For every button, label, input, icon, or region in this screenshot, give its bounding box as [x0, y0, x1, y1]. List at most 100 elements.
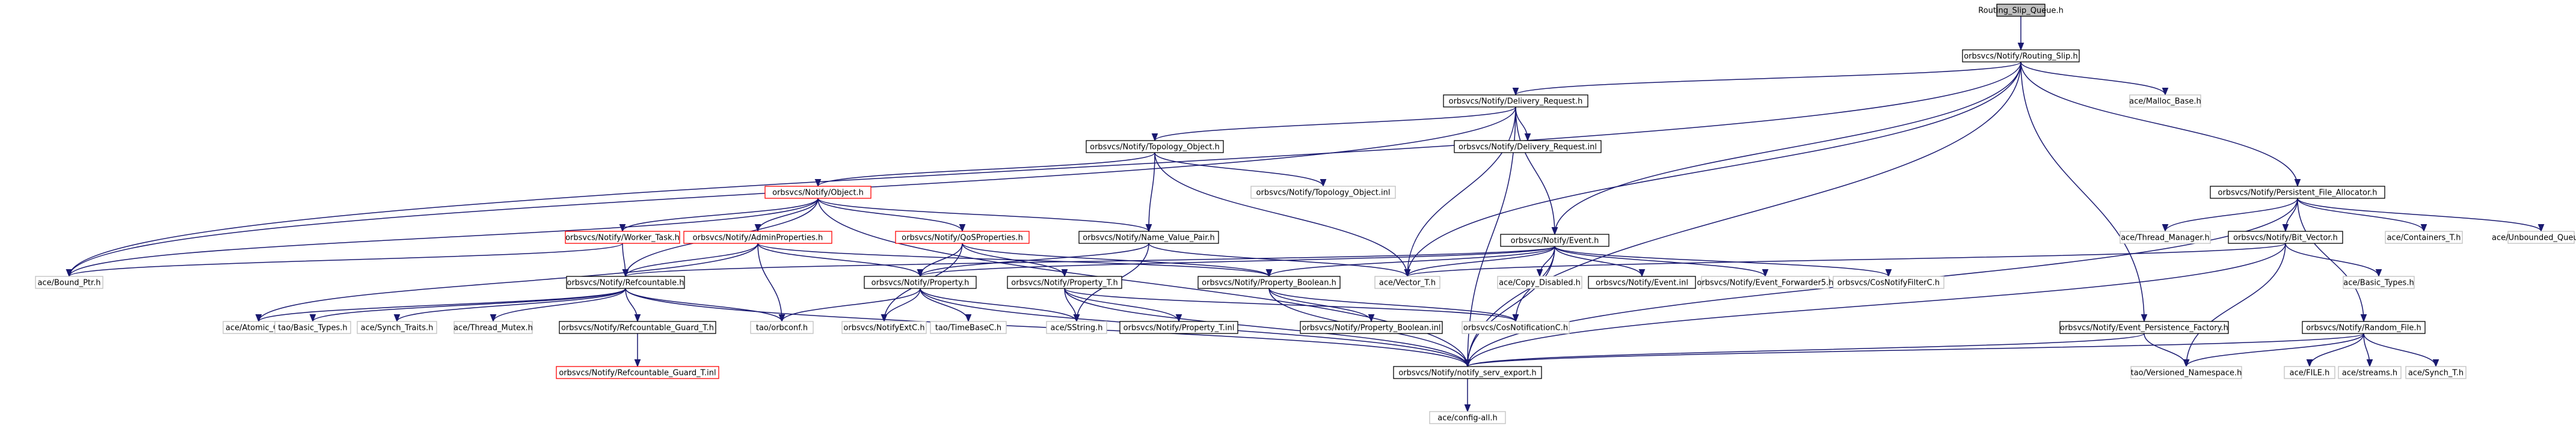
dependency-edge	[66, 243, 623, 278]
graph-node[interactable]: ace/FILE.h	[2284, 366, 2335, 379]
graph-node[interactable]: ace/Synch_T.h	[2405, 366, 2467, 379]
graph-node[interactable]: orbsvcs/Notify/AdminProperties.h	[683, 231, 832, 244]
dependency-edge	[1464, 246, 1555, 368]
dependency-edge	[920, 288, 1080, 323]
graph-node[interactable]: orbsvcs/Notify/Property_Boolean.inl	[1300, 321, 1443, 334]
dependency-edge	[754, 198, 819, 233]
graph-node[interactable]: orbsvcs/Notify/Topology_Object.h	[1086, 140, 1224, 153]
dependency-edge	[66, 61, 2021, 278]
graph-node[interactable]: orbsvcs/CosNotificationC.h	[1462, 321, 1570, 334]
graph-node[interactable]: ace/Basic_Types.h	[2343, 276, 2415, 289]
node-box	[1007, 276, 1122, 289]
graph-node[interactable]: ace/Malloc_Base.h	[2129, 94, 2201, 108]
graph-node[interactable]: ace/Synch_Traits.h	[357, 321, 437, 334]
graph-node[interactable]: orbsvcs/Notify/Property_T.h	[1007, 276, 1122, 289]
graph-node[interactable]: ace/Containers_T.h	[2385, 231, 2463, 244]
node-box	[357, 321, 437, 334]
node-label: ace/streams.h	[2342, 369, 2397, 378]
graph-node[interactable]: orbsvcs/Notify/Bit_Vector.h	[2228, 231, 2343, 244]
node-label: ace/Unbounded_Queue.h	[2492, 234, 2576, 243]
node-box	[274, 321, 351, 334]
graph-node[interactable]: orbsvcs/Notify/QoSProperties.h	[895, 231, 1030, 244]
node-box	[2120, 231, 2211, 244]
dependency-edge	[1268, 288, 1375, 323]
node-box	[841, 321, 927, 334]
graph-node[interactable]: orbsvcs/Notify/Refcountable_Guard_T.h	[559, 321, 716, 334]
node-label: orbsvcs/Notify/Random_File.h	[2306, 324, 2421, 333]
dependency-edge	[2306, 333, 2364, 368]
dependency-edge	[1554, 246, 1892, 278]
graph-node[interactable]: ace/Thread_Mutex.h	[453, 321, 533, 334]
node-box	[1500, 234, 1609, 247]
dependency-edge	[1515, 106, 1558, 236]
graph-node[interactable]: orbsvcs/Notify/Property_Boolean.h	[1197, 276, 1341, 289]
graph-node[interactable]: ace/Unbounded_Queue.h	[2492, 231, 2576, 244]
graph-node[interactable]: orbsvcs/Notify/Refcountable.h	[566, 276, 685, 289]
graph-node[interactable]: orbsvcs/NotifyExtC.h	[841, 321, 927, 334]
graph-node[interactable]: orbsvcs/Notify/Delivery_Request.h	[1443, 94, 1588, 108]
graph-node[interactable]: orbsvcs/Notify/notify_serv_export.h	[1393, 366, 1542, 379]
graph-node[interactable]: orbsvcs/Notify/Refcountable_Guard_T.inl	[556, 366, 719, 379]
dependency-edge	[255, 288, 626, 323]
node-label: orbsvcs/Notify/notify_serv_export.h	[1398, 369, 1536, 378]
node-box	[930, 321, 1007, 334]
graph-node[interactable]: tao/orbconf.h	[750, 321, 814, 334]
dependency-edge	[1404, 243, 2286, 278]
graph-node[interactable]: ace/Vector_T.h	[1374, 276, 1440, 289]
node-box	[2059, 321, 2229, 334]
node-label: ace/Synch_T.h	[2408, 369, 2464, 378]
graph-node[interactable]: orbsvcs/Notify/Event.inl	[1588, 276, 1696, 289]
graph-node[interactable]: orbsvcs/Notify/Property.h	[864, 276, 977, 289]
dependency-edge	[1515, 106, 1531, 142]
graph-node[interactable]: orbsvcs/Notify/Routing_Slip.h	[1962, 49, 2080, 62]
dependency-edge	[2162, 198, 2298, 233]
dependency-edge	[66, 198, 819, 278]
graph-node[interactable]: tao/Versioned_Namespace.h	[2130, 366, 2242, 379]
dependency-edge	[625, 288, 641, 323]
graph-node[interactable]: orbsvcs/Notify/Random_File.h	[2302, 321, 2426, 334]
graph-node[interactable]: orbsvcs/Notify/Object.h	[764, 186, 871, 199]
dependency-edge	[2020, 61, 2301, 187]
dependency-edge	[1064, 288, 1182, 323]
graph-node[interactable]: ace/Bound_Ptr.h	[35, 276, 103, 289]
graph-node[interactable]: orbsvcs/Notify/Event_Forwarder5.h	[1697, 276, 1834, 289]
graph-node[interactable]: ace/Thread_Manager.h	[2120, 231, 2211, 244]
graph-node[interactable]: ace/config-all.h	[1429, 411, 1506, 424]
graph-node[interactable]: orbsvcs/Notify/Worker_Task.h	[565, 231, 680, 244]
node-box	[1086, 140, 1224, 153]
node-box	[864, 276, 977, 289]
node-box	[1197, 276, 1341, 289]
graph-node[interactable]: orbsvcs/CosNotifyFilterC.h	[1833, 276, 1944, 289]
graph-node[interactable]: orbsvcs/Notify/Name_Value_Pair.h	[1078, 231, 1219, 244]
node-box	[1701, 276, 1830, 289]
node-box	[2405, 366, 2467, 379]
graph-node[interactable]: orbsvcs/Notify/Event.h	[1500, 234, 1609, 247]
node-box	[2228, 231, 2343, 244]
node-label: orbsvcs/Notify/AdminProperties.h	[693, 234, 823, 243]
graph-node[interactable]: orbsvcs/Notify/Property_T.inl	[1119, 321, 1238, 334]
node-label: orbsvcs/Notify/Delivery_Request.h	[1449, 97, 1583, 106]
node-label: orbsvcs/Notify/Property_T.inl	[1124, 324, 1235, 333]
graph-node[interactable]: orbsvcs/Notify/Event_Persistence_Factory…	[2059, 321, 2229, 334]
graph-node[interactable]: ace/Copy_Disabled.h	[1497, 276, 1582, 289]
node-label: orbsvcs/NotifyExtC.h	[843, 324, 924, 333]
graph-node[interactable]: ace/SString.h	[1046, 321, 1107, 334]
graph-node[interactable]: tao/Basic_Types.h	[274, 321, 351, 334]
dependency-edge	[393, 288, 626, 323]
graph-node[interactable]: Routing_Slip_Queue.h	[1978, 4, 2064, 17]
dependency-edge	[622, 246, 1555, 278]
dependency-edge	[917, 243, 1149, 278]
dependency-edge	[757, 243, 924, 278]
node-label: orbsvcs/CosNotifyFilterC.h	[1837, 279, 1940, 288]
graph-node[interactable]: ace/streams.h	[2338, 366, 2402, 379]
graph-node[interactable]: tao/TimeBaseC.h	[930, 321, 1007, 334]
node-box	[565, 231, 680, 244]
dependency-edge	[920, 288, 972, 323]
graph-node[interactable]: orbsvcs/Notify/Topology_Object.inl	[1250, 186, 1396, 199]
graph-node[interactable]: orbsvcs/Notify/Delivery_Request.inl	[1454, 140, 1602, 153]
dependency-edge	[622, 243, 758, 278]
dependency-edge	[2020, 61, 2148, 323]
dependency-edge	[2020, 61, 2169, 96]
graph-node[interactable]: orbsvcs/Notify/Persistent_File_Allocator…	[2210, 186, 2385, 199]
